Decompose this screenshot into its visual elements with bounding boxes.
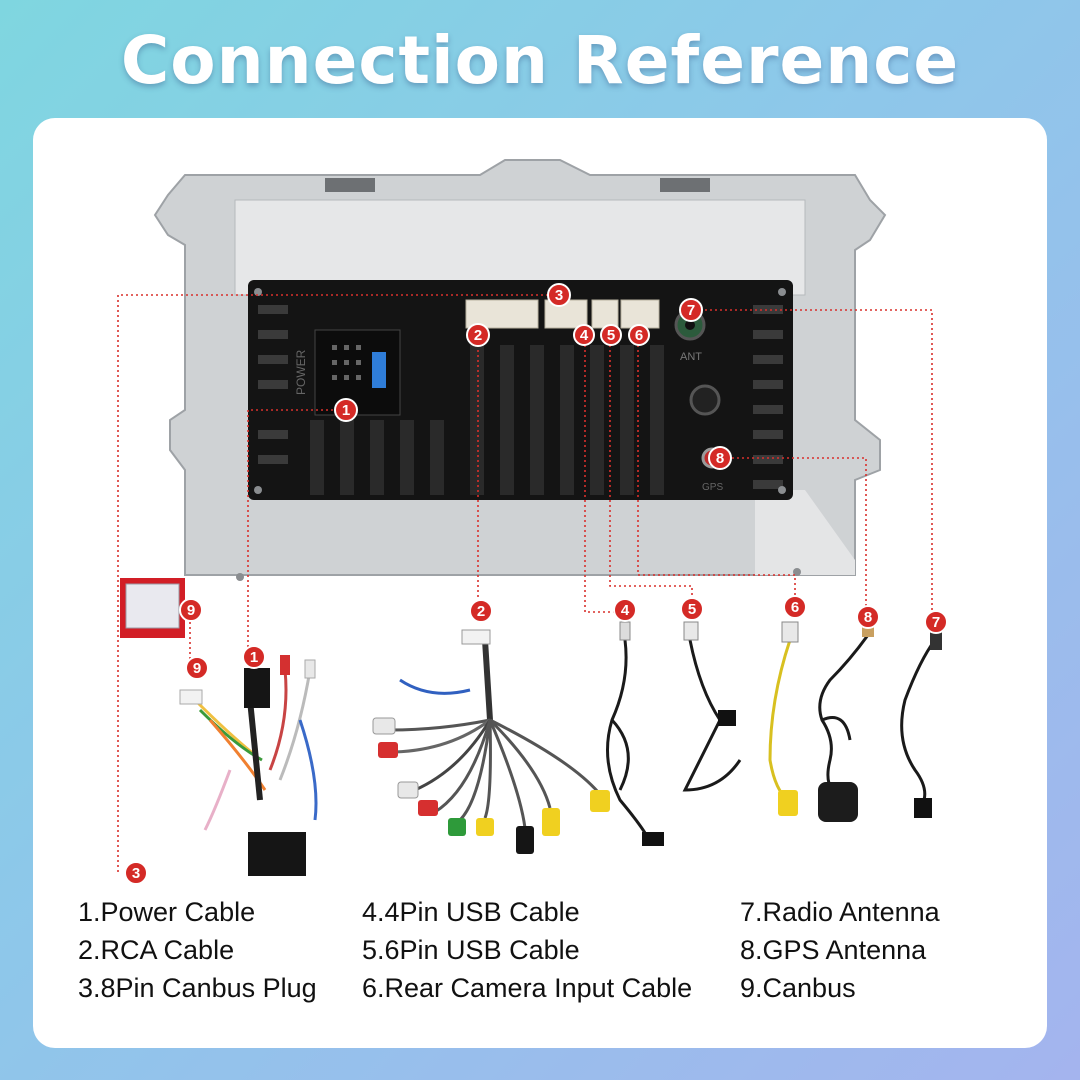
gps-puck — [818, 782, 858, 822]
svg-text:8: 8 — [716, 450, 724, 467]
aux-port — [689, 384, 721, 416]
marker-1-unit: 1 — [334, 398, 358, 422]
usb6-cable — [682, 639, 742, 792]
svg-text:9: 9 — [187, 602, 195, 619]
usb6-port — [620, 299, 660, 329]
canbus-box — [120, 578, 185, 638]
frame-panel — [234, 199, 806, 296]
svg-text:6: 6 — [635, 327, 643, 344]
ant-label: ANT — [680, 351, 702, 363]
svg-text:1: 1 — [342, 402, 350, 419]
legend-item-canbus: 9.Canbus — [740, 973, 856, 1003]
gps-label: GPS — [702, 482, 723, 493]
legend-item-power-cable: 1.Power Cable — [78, 897, 256, 927]
marker-4-cable: 4 — [613, 598, 637, 622]
svg-text:5: 5 — [607, 327, 615, 344]
marker-6-cable: 6 — [783, 595, 807, 619]
marker-9-cable: 9 — [185, 656, 209, 680]
legend-item-canbus-plug: 3.8Pin Canbus Plug — [78, 973, 317, 1003]
marker-3-cable: 3 — [124, 861, 148, 885]
svg-text:1: 1 — [250, 649, 258, 666]
connection-lines — [117, 294, 933, 875]
svg-text:8: 8 — [864, 609, 872, 626]
svg-text:5: 5 — [688, 601, 696, 618]
marker-8-unit: 8 — [708, 446, 732, 470]
gps-cable — [818, 634, 870, 791]
svg-text:2: 2 — [477, 603, 485, 620]
camera-cable — [768, 639, 792, 802]
usb4-port — [591, 299, 619, 329]
head-unit: POWER ANT GPS — [153, 159, 887, 581]
right-vents — [753, 305, 783, 489]
top-clip-left — [325, 178, 375, 192]
power-harness — [148, 669, 318, 861]
svg-text:7: 7 — [687, 302, 695, 319]
legend-item-6pin-usb: 5.6Pin USB Cable — [362, 935, 580, 965]
svg-text:7: 7 — [932, 614, 940, 631]
page-title: Connection Reference — [120, 22, 960, 99]
svg-text:6: 6 — [791, 599, 799, 616]
legend-item-rca-cable: 2.RCA Cable — [78, 935, 235, 965]
rca-plugs — [372, 629, 610, 854]
power-port — [314, 329, 401, 416]
marker-2-unit: 2 — [466, 323, 490, 347]
marker-5-cable: 5 — [680, 597, 704, 621]
center-ribs — [310, 345, 664, 495]
marker-1-cable: 1 — [242, 645, 266, 669]
rca-harness — [389, 639, 600, 829]
svg-text:3: 3 — [132, 865, 140, 882]
radio-cable — [900, 639, 937, 806]
power-plug-top — [244, 668, 270, 708]
svg-text:4: 4 — [621, 602, 630, 619]
power-label: POWER — [294, 349, 308, 395]
svg-text:9: 9 — [193, 660, 201, 677]
power-plug-bottom — [248, 832, 306, 876]
svg-text:2: 2 — [474, 327, 482, 344]
markers: 1 2 3 4 5 6 7 8 9 9 1 2 3 4 5 6 8 7 — [124, 283, 948, 885]
legend-item-radio-antenna: 7.Radio Antenna — [740, 897, 940, 927]
fuse — [372, 352, 386, 388]
marker-9-box: 9 — [179, 598, 203, 622]
usb4-cable — [606, 639, 652, 843]
marker-2-cable: 2 — [469, 599, 493, 623]
svg-text:3: 3 — [555, 287, 563, 304]
marker-5-unit: 5 — [600, 324, 622, 346]
marker-8-cable: 8 — [856, 605, 880, 629]
legend-column-3: 7.Radio Antenna 8.GPS Antenna 9.Canbus — [740, 893, 940, 1007]
legend-item-4pin-usb: 4.4Pin USB Cable — [362, 897, 580, 927]
svg-text:4: 4 — [580, 327, 589, 344]
marker-6-unit: 6 — [628, 324, 650, 346]
legend-column-2: 4.4Pin USB Cable 5.6Pin USB Cable 6.Rear… — [362, 893, 692, 1007]
legend-column-1: 1.Power Cable 2.RCA Cable 3.8Pin Canbus … — [78, 893, 317, 1007]
marker-3-unit: 3 — [547, 283, 571, 307]
top-clip-right — [660, 178, 710, 192]
marker-4-unit: 4 — [573, 324, 595, 346]
marker-7-cable: 7 — [924, 610, 948, 634]
marker-7-unit: 7 — [679, 298, 703, 322]
left-vents — [258, 305, 288, 464]
legend-item-rear-camera: 6.Rear Camera Input Cable — [362, 973, 693, 1003]
legend-item-gps-antenna: 8.GPS Antenna — [740, 935, 927, 965]
